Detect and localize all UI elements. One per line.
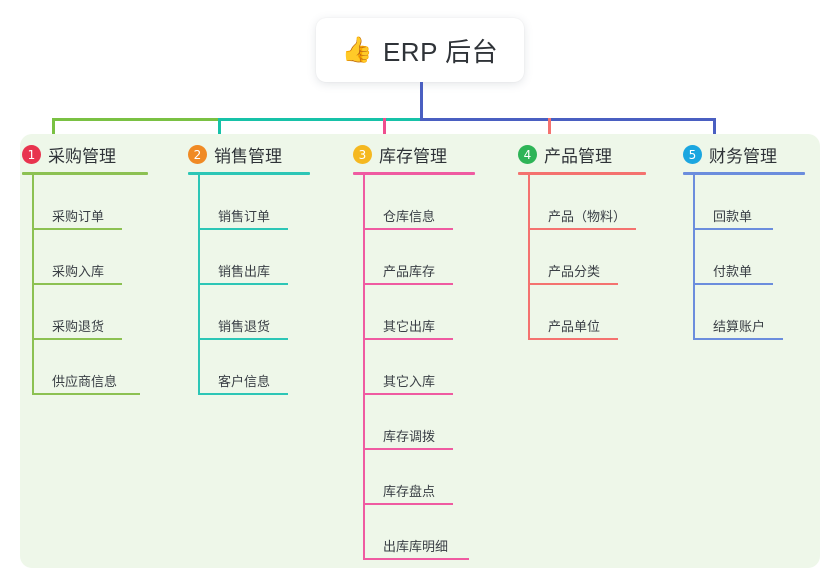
bus-segment-teal [218, 118, 420, 121]
branch-item-rule [528, 228, 636, 230]
branch-item-label: 结算账户 [713, 319, 766, 334]
branch-item[interactable]: 产品库存 [363, 249, 453, 285]
branch-item[interactable]: 付款单 [693, 249, 773, 285]
branch-item-label: 采购订单 [52, 209, 105, 224]
branch-spine [693, 175, 695, 340]
thumbs-up-icon: 👍 [341, 35, 373, 64]
branch-header-2[interactable]: 2 销售管理 [188, 142, 282, 167]
branch-number-badge: 4 [518, 145, 537, 164]
branch-header-label: 采购管理 [48, 147, 116, 166]
branch-item[interactable]: 仓库信息 [363, 194, 453, 230]
branch-spine [363, 175, 365, 560]
branch-item-label: 供应商信息 [52, 374, 118, 389]
branch-item-label: 其它出库 [383, 319, 436, 334]
branch-spine [32, 175, 34, 395]
branch-header-label: 产品管理 [544, 147, 612, 166]
branch-header-rule [683, 172, 805, 175]
branch-header-rule [353, 172, 475, 175]
branch-item-label: 销售订单 [218, 209, 271, 224]
branch-item-label: 库存调拨 [383, 429, 436, 444]
branch-header-label: 财务管理 [709, 147, 777, 166]
branch-item-label: 产品单位 [548, 319, 601, 334]
branch-item[interactable]: 回款单 [693, 194, 773, 230]
branch-header-label: 销售管理 [214, 147, 282, 166]
root-node-title: ERP 后台 [382, 36, 499, 67]
branch-item-label: 采购退货 [52, 319, 105, 334]
branch-item[interactable]: 采购退货 [32, 304, 122, 340]
branch-header-rule [22, 172, 148, 175]
branch-columns: 1 采购管理采购订单采购入库采购退货供应商信息 2 销售管理销售订单销售出库销售退货客… [20, 134, 820, 568]
branch-item-rule [32, 338, 122, 340]
branch-header-5[interactable]: 5 财务管理 [683, 142, 777, 167]
branch-item[interactable]: 销售退货 [198, 304, 288, 340]
branch-item-label: 采购入库 [52, 264, 105, 279]
branch-item-label: 销售退货 [218, 319, 271, 334]
branch-item-rule [363, 283, 453, 285]
branch-number-badge: 3 [353, 145, 372, 164]
branch-item[interactable]: 产品分类 [528, 249, 618, 285]
branch-header-4[interactable]: 4 产品管理 [518, 142, 612, 167]
branch-item[interactable]: 产品单位 [528, 304, 618, 340]
branch-item-label: 产品库存 [383, 264, 436, 279]
bus-segment-blue [420, 118, 716, 121]
branch-item-rule [198, 338, 288, 340]
branch-item-label: 库存盘点 [383, 484, 436, 499]
branch-item-label: 出库库明细 [383, 539, 449, 554]
branch-item-rule [693, 228, 773, 230]
branch-item-label: 仓库信息 [383, 209, 436, 224]
branch-item[interactable]: 其它出库 [363, 304, 453, 340]
branch-item-rule [528, 338, 618, 340]
branch-item[interactable]: 产品（物料） [528, 194, 636, 230]
branch-item-rule [32, 283, 122, 285]
branch-item[interactable]: 供应商信息 [32, 359, 140, 395]
branch-spine [528, 175, 530, 340]
branch-item[interactable]: 库存调拨 [363, 414, 453, 450]
branch-header-label: 库存管理 [379, 147, 447, 166]
branch-item-label: 产品分类 [548, 264, 601, 279]
branch-item-rule [363, 503, 453, 505]
branch-item[interactable]: 采购订单 [32, 194, 122, 230]
branch-item-label: 客户信息 [218, 374, 271, 389]
branch-header-rule [518, 172, 646, 175]
branch-item-label: 产品（物料） [548, 209, 627, 224]
branch-item-label: 回款单 [713, 209, 753, 224]
branch-item-rule [363, 338, 453, 340]
branch-item-rule [32, 228, 122, 230]
branch-item-rule [693, 283, 773, 285]
branch-item[interactable]: 销售出库 [198, 249, 288, 285]
branch-number-badge: 1 [22, 145, 41, 164]
branch-item-rule [198, 283, 288, 285]
branch-item[interactable]: 采购入库 [32, 249, 122, 285]
branch-item-rule [363, 228, 453, 230]
branch-item-rule [32, 393, 140, 395]
branch-item-rule [198, 228, 288, 230]
bus-segment-green [52, 118, 218, 121]
root-stem [420, 82, 423, 118]
branch-item-rule [363, 393, 453, 395]
branch-item[interactable]: 结算账户 [693, 304, 783, 340]
branch-number-badge: 2 [188, 145, 207, 164]
branch-item[interactable]: 客户信息 [198, 359, 288, 395]
branch-item-label: 付款单 [713, 264, 753, 279]
branch-item[interactable]: 出库库明细 [363, 524, 469, 560]
branch-header-3[interactable]: 3 库存管理 [353, 142, 447, 167]
branch-item-label: 销售出库 [218, 264, 271, 279]
branch-number-badge: 5 [683, 145, 702, 164]
branch-item[interactable]: 其它入库 [363, 359, 453, 395]
branch-header-1[interactable]: 1 采购管理 [22, 142, 116, 167]
branch-item-rule [363, 558, 469, 560]
branch-item-rule [528, 283, 618, 285]
branch-item[interactable]: 库存盘点 [363, 469, 453, 505]
branch-item-rule [198, 393, 288, 395]
root-node[interactable]: 👍 ERP 后台 [316, 18, 524, 82]
branch-item-rule [693, 338, 783, 340]
branches-panel [20, 134, 820, 568]
branch-item[interactable]: 销售订单 [198, 194, 288, 230]
branch-header-rule [188, 172, 310, 175]
branch-item-rule [363, 448, 453, 450]
branch-item-label: 其它入库 [383, 374, 436, 389]
branch-spine [198, 175, 200, 395]
